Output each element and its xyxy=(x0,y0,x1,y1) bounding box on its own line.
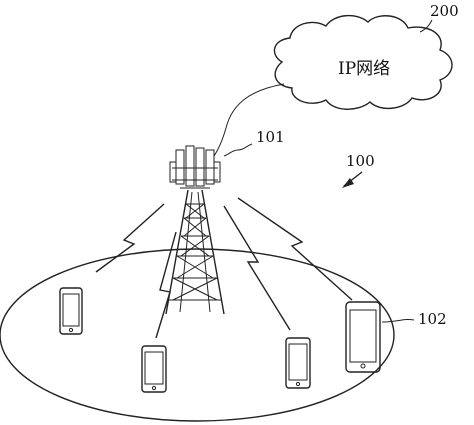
signal-bolt-1 xyxy=(95,203,165,273)
phone-4-terminal-102 xyxy=(345,301,381,373)
ip-network-cloud: IP网络 xyxy=(273,15,453,110)
phone-3 xyxy=(285,337,311,389)
cloud-outline xyxy=(273,15,453,110)
ref-label-102: 102 xyxy=(418,310,447,328)
ref-label-100: 100 xyxy=(346,152,375,170)
leader-200 xyxy=(419,19,433,33)
signal-bolt-4 xyxy=(237,197,353,301)
ref-label-200: 200 xyxy=(430,2,459,20)
ref-label-101: 101 xyxy=(256,128,285,146)
coverage-area xyxy=(0,248,395,422)
tower-lattice xyxy=(165,189,225,315)
leader-102 xyxy=(381,318,415,323)
antenna-array xyxy=(169,145,221,189)
signal-bolt-2 xyxy=(155,231,177,339)
leader-101 xyxy=(223,143,253,157)
cloud-tower-link xyxy=(213,83,285,157)
signal-bolt-3 xyxy=(223,205,291,331)
base-station-tower xyxy=(165,145,225,315)
cloud-label: IP网络 xyxy=(338,59,390,79)
arrow-100-head xyxy=(342,178,354,188)
phone-2 xyxy=(141,345,167,393)
wireless-links xyxy=(95,197,353,339)
phone-1 xyxy=(59,287,83,335)
